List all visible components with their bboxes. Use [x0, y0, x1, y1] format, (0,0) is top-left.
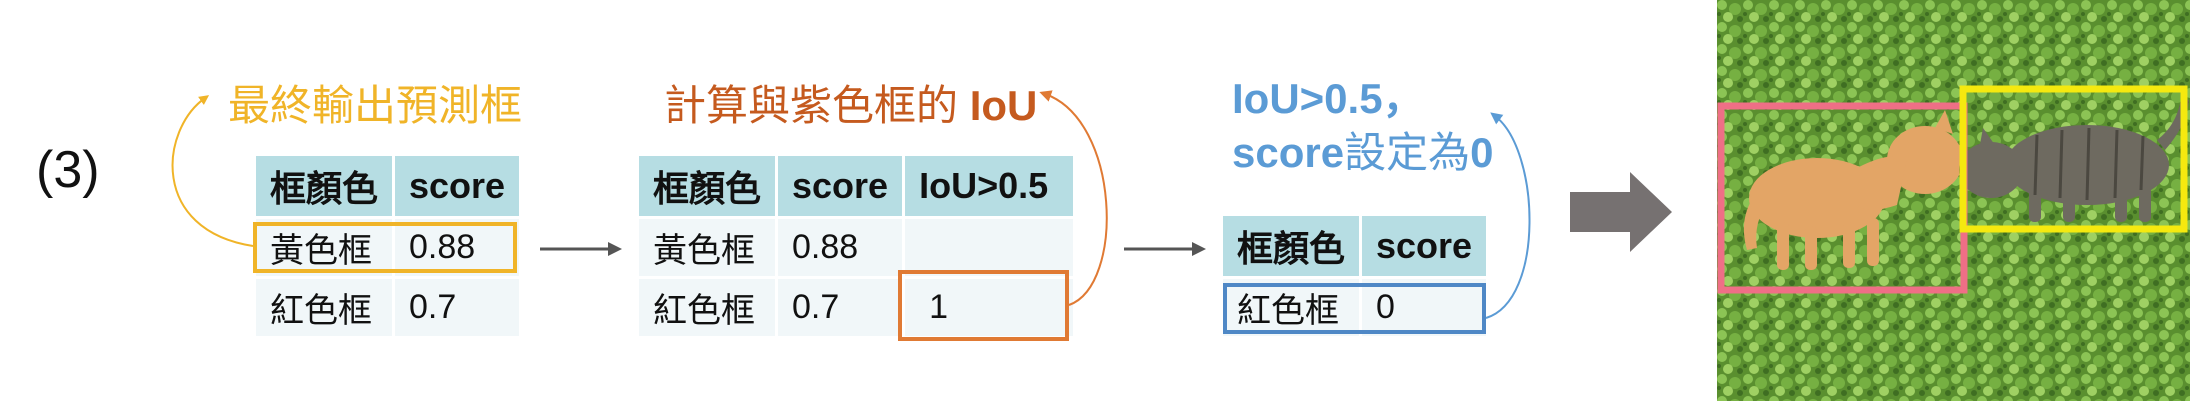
cell-score: 0.7: [395, 279, 520, 336]
cell-iou: 1: [905, 279, 1074, 336]
table-row: 黃色框 0.88: [256, 219, 520, 276]
table-row: 紅色框 0: [1223, 279, 1487, 336]
red-row-highlight: [1223, 283, 1486, 334]
caption-iou-rule: IoU>0.5， score設定為0: [1232, 72, 1493, 180]
table-score-reset: 框顏色 score 紅色框 0: [1220, 213, 1489, 339]
cell-box-color: 紅色框: [1223, 279, 1360, 336]
yellow-curve-arrow: [171, 95, 254, 247]
caption-final-output: 最終輸出預測框: [228, 82, 523, 129]
big-right-arrow: [1570, 172, 1672, 252]
table-header-row: 框顏色 score: [1223, 216, 1487, 276]
orange-curve-arrow: [1039, 90, 1108, 306]
cell-score: 0.7: [778, 279, 903, 336]
header-box-color: 框顏色: [256, 156, 393, 216]
cell-box-color: 紅色框: [256, 279, 393, 336]
iou-cell-highlight: [898, 270, 1069, 341]
caption-rule-text: 設定為: [1344, 129, 1471, 176]
cell-score: 0.88: [395, 219, 520, 276]
header-iou: IoU>0.5: [905, 156, 1074, 216]
yellow-row-highlight: [253, 222, 517, 273]
cell-box-color: 黃色框: [256, 219, 393, 276]
header-box-color: 框顏色: [639, 156, 776, 216]
tabby-stripes: [2033, 127, 2145, 201]
cat-photo: [1717, 0, 2190, 401]
caption-rule-line1: IoU>0.5，: [1232, 75, 1425, 122]
blue-curve-arrow: [1485, 112, 1531, 319]
table-row: 紅色框 0.7 1: [639, 279, 1074, 336]
caption-compute-iou: 計算與紫色框的 IoU: [664, 72, 1037, 133]
caption-rule-score: score: [1232, 129, 1345, 176]
header-score: score: [778, 156, 903, 216]
yellow-detection-box: [1959, 85, 2188, 233]
caption-rule-line2: score設定為0: [1232, 126, 1493, 180]
orange-cat: [1743, 110, 1963, 270]
cell-box-color: 紅色框: [639, 279, 776, 336]
cell-score: 0: [1362, 279, 1487, 336]
table-header-row: 框顏色 score: [256, 156, 520, 216]
table-final-output: 框顏色 score 黃色框 0.88 紅色框 0.7: [253, 153, 522, 339]
table-row: 黃色框 0.88: [639, 219, 1074, 276]
caption-compute-prefix: 計算與紫色框的: [664, 82, 959, 129]
cell-box-color: 黃色框: [639, 219, 776, 276]
header-score: score: [1362, 216, 1487, 276]
cell-score: 0.88: [778, 219, 903, 276]
step-label: (3): [36, 141, 100, 199]
table-iou-compute: 框顏色 score IoU>0.5 黃色框 0.88 紅色框 0.7 1: [636, 153, 1076, 339]
table-header-row: 框顏色 score IoU>0.5: [639, 156, 1074, 216]
table-row: 紅色框 0.7: [256, 279, 520, 336]
header-score: score: [395, 156, 520, 216]
cell-iou: [905, 219, 1074, 276]
header-box-color: 框顏色: [1223, 216, 1360, 276]
caption-compute-iou-term: IoU: [969, 82, 1038, 129]
caption-rule-zero: 0: [1470, 129, 1494, 176]
